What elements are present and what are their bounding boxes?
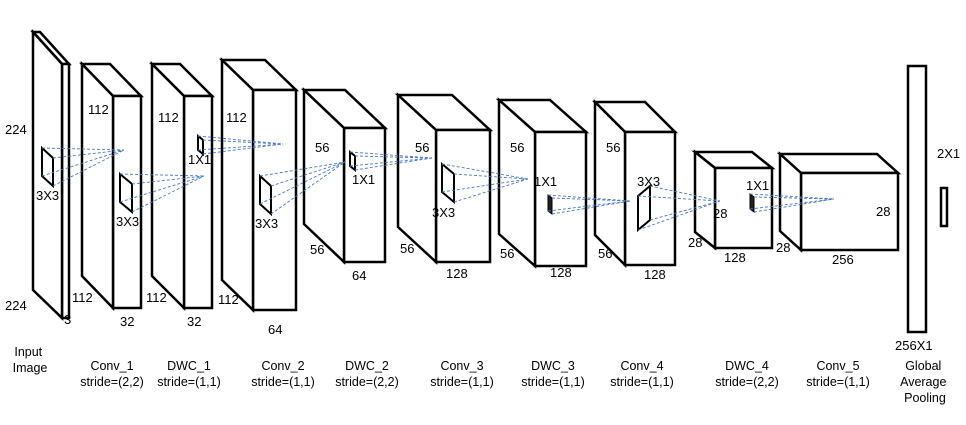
- input-depth-label: 3: [64, 312, 71, 327]
- dwc-1-kernel-label: 1X1: [188, 152, 211, 167]
- conv-2-depth-label: 64: [268, 322, 282, 337]
- conv-2-name-label: Conv_2: [261, 359, 304, 373]
- conv-4-stride-label: stride=(1,1): [610, 375, 674, 389]
- conv-5-stride-label: stride=(1,1): [806, 375, 870, 389]
- dwc-3-depth-label: 128: [550, 265, 572, 280]
- dwc-4-stride-label: stride=(2,2): [715, 375, 779, 389]
- conv-1-height-label: 112: [88, 102, 109, 117]
- conv-2-kernel-label: 3X3: [255, 216, 278, 231]
- conv-5-depth-label: 256: [832, 252, 854, 267]
- dwc-2-kernel-label: 1X1: [352, 172, 375, 187]
- dwc-3-kernel-label: 1X1: [534, 174, 557, 189]
- dwc-2-width-label: 56: [310, 242, 324, 257]
- dwc-1-width-label: 112: [146, 290, 167, 305]
- dwc-4-kernel-label: 1X1: [746, 178, 769, 193]
- conv-4-block: [591, 98, 679, 269]
- conv-5-name-label: Conv_5: [816, 359, 859, 373]
- dwc-1-block: [148, 60, 216, 312]
- dwc-2-depth-label: 64: [352, 268, 366, 283]
- conv-3-kernel-label: 3X3: [432, 205, 455, 220]
- dwc-2-kernel-window: [349, 149, 356, 173]
- dwc-3-block: [495, 97, 590, 269]
- dwc-1-name-label: DWC_1: [167, 359, 211, 373]
- conv-1-width-label: 112: [72, 290, 93, 305]
- conv-5-height-label: 28: [876, 204, 890, 219]
- conv-3-width-label: 56: [400, 241, 414, 256]
- dwc-3-name-label: DWC_3: [531, 359, 575, 373]
- conv-4-width-label: 56: [598, 246, 612, 261]
- conv-3-stride-label: stride=(1,1): [430, 375, 494, 389]
- input-image-label: Input Image: [13, 345, 48, 375]
- gap-name-label: Global Average Pooling: [900, 359, 950, 405]
- conv-3-block: [394, 92, 494, 265]
- dwc-1-stride-label: stride=(1,1): [157, 375, 221, 389]
- dwc-3-height-label: 56: [510, 140, 524, 155]
- conv-1-depth-label: 32: [120, 314, 134, 329]
- input-width-label: 224: [5, 298, 27, 313]
- dwc-1-depth-label: 32: [187, 314, 201, 329]
- output-vector-block: [939, 186, 949, 228]
- conv-2-stride-label: stride=(1,1): [251, 375, 315, 389]
- conv-1-kernel-label: 3X3: [116, 214, 139, 229]
- conv-1-block: [79, 60, 144, 312]
- projection-lines: [41, 135, 835, 231]
- conv-4-name-label: Conv_4: [620, 359, 663, 373]
- conv-4-height-label: 56: [606, 140, 620, 155]
- dwc-3-width-label: 56: [500, 246, 514, 261]
- dwc-4-block: [691, 149, 776, 251]
- conv-1-name-label: Conv_1: [90, 359, 133, 373]
- input-kernel-label: 3X3: [36, 188, 59, 203]
- gap-vector-block: [906, 64, 928, 334]
- dwc-2-name-label: DWC_2: [345, 359, 389, 373]
- dwc-4-height-label: 28: [713, 206, 727, 221]
- conv-1-stride-label: stride=(2,2): [80, 375, 144, 389]
- conv-3-height-label: 56: [415, 140, 429, 155]
- dwc-2-height-label: 56: [315, 140, 329, 155]
- dwc-1-height-label: 112: [158, 110, 179, 125]
- conv-3-name-label: Conv_3: [440, 359, 483, 373]
- conv-2-height-label: 112: [226, 110, 247, 125]
- conv-4-kernel-label: 3X3: [637, 174, 660, 189]
- dwc-4-depth-label: 128: [724, 250, 746, 265]
- dwc-4-width-label: 28: [688, 235, 702, 250]
- conv-4-depth-label: 128: [644, 267, 666, 282]
- dwc-3-stride-label: stride=(1,1): [521, 375, 585, 389]
- output-size-label: 2X1: [937, 146, 960, 161]
- dwc-2-stride-label: stride=(2,2): [335, 375, 399, 389]
- input-height-label: 224: [5, 122, 27, 137]
- dwc-4-name-label: DWC_4: [725, 359, 769, 373]
- gap-size-label: 256X1: [895, 338, 933, 353]
- conv-5-block: [776, 151, 902, 253]
- conv-3-depth-label: 128: [446, 266, 468, 281]
- conv-2-width-label: 112: [218, 292, 239, 307]
- conv-5-width-label: 28: [776, 240, 790, 255]
